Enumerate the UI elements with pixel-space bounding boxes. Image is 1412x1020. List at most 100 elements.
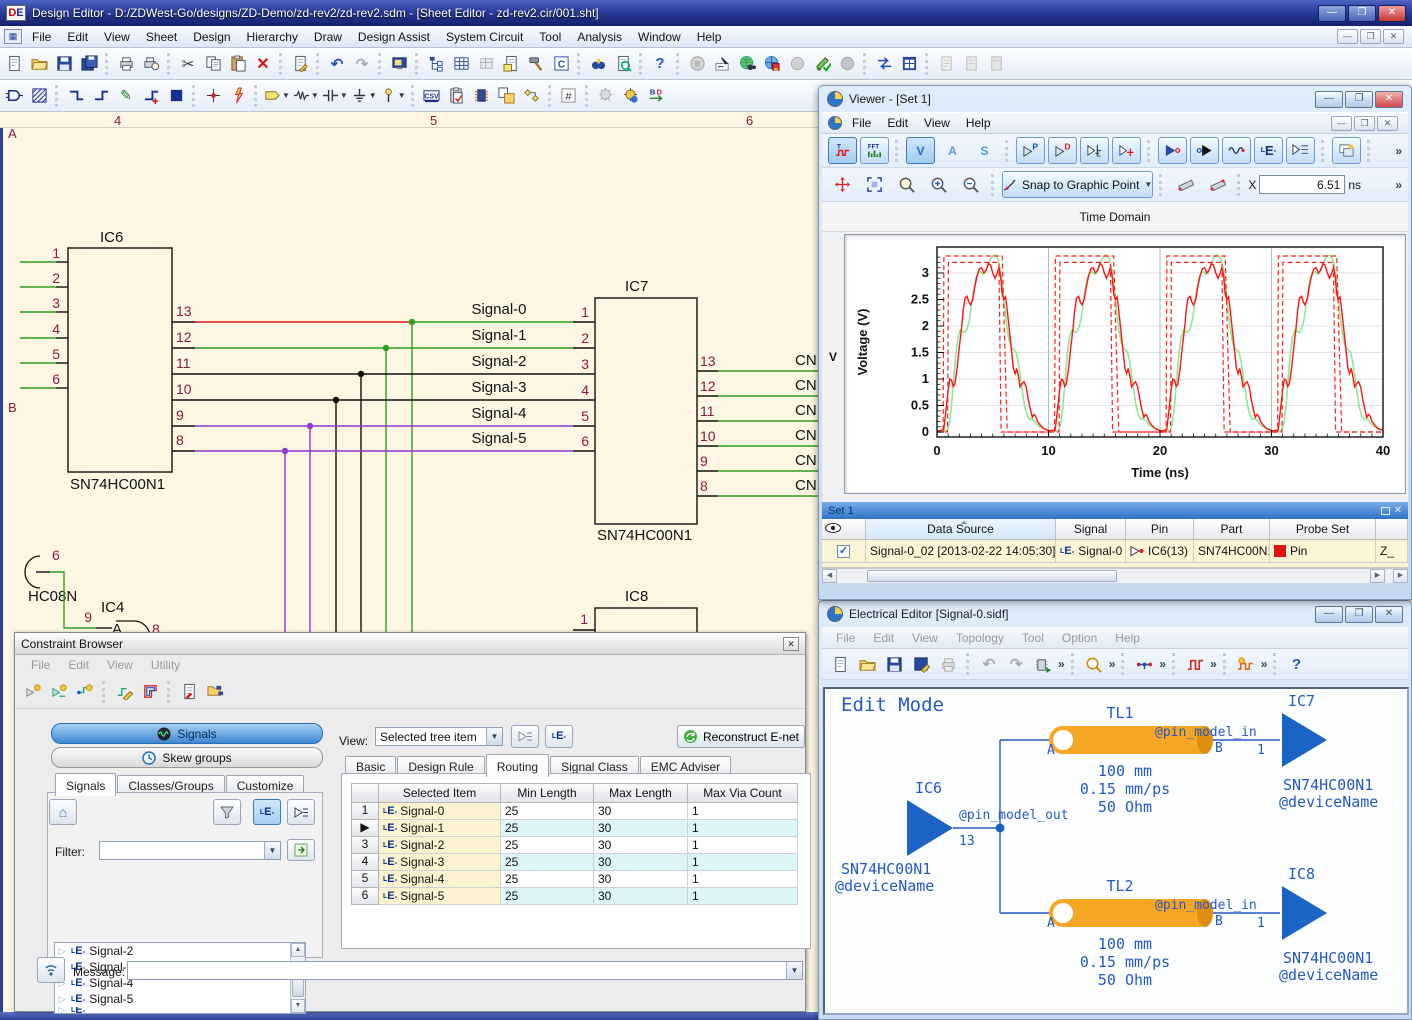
table-row[interactable]: 6LE-Signal-525301 bbox=[351, 888, 801, 905]
menu-draw[interactable]: Draw bbox=[306, 28, 350, 46]
ee-menu-option[interactable]: Option bbox=[1054, 629, 1105, 647]
ee-menu-edit[interactable]: Edit bbox=[865, 629, 902, 647]
elbow-up-button[interactable] bbox=[64, 84, 88, 108]
zoom-search-button[interactable] bbox=[1082, 652, 1106, 676]
table-row[interactable]: 4LE-Signal-325301 bbox=[351, 854, 801, 871]
ee-menu-tool[interactable]: Tool bbox=[1014, 629, 1052, 647]
mdi-restore-button[interactable]: ❐ bbox=[1360, 29, 1381, 44]
topology-net-button[interactable] bbox=[1132, 652, 1156, 676]
fit-view-button[interactable] bbox=[860, 171, 889, 198]
mode-a-button[interactable]: A bbox=[938, 137, 967, 164]
grid-table-button[interactable] bbox=[449, 52, 473, 76]
paste-clipboard-button[interactable] bbox=[226, 52, 250, 76]
gate-d-button[interactable] bbox=[2, 84, 26, 108]
zoom-region-button[interactable] bbox=[892, 171, 921, 198]
menu-sheet[interactable]: Sheet bbox=[138, 28, 185, 46]
report-grey-2-button[interactable] bbox=[959, 52, 983, 76]
menu-system-circuit[interactable]: System Circuit bbox=[438, 28, 531, 46]
copy-pages-button[interactable] bbox=[201, 52, 225, 76]
home-button[interactable]: ⌂ bbox=[49, 799, 77, 825]
tree-folder-button[interactable] bbox=[203, 680, 227, 704]
filter-combobox[interactable]: ▼ bbox=[99, 841, 281, 860]
mdi-close-button[interactable]: ✕ bbox=[1383, 29, 1404, 44]
set1-data-row[interactable]: ✓ Signal-0_02 [2013-02-22 14:05:30] LE-S… bbox=[822, 540, 1408, 563]
snap-mode-dropdown[interactable]: Snap to Graphic Point ▼ bbox=[1002, 171, 1153, 198]
junction-target-button[interactable] bbox=[201, 84, 225, 108]
menu-tool[interactable]: Tool bbox=[531, 28, 569, 46]
menu-file[interactable]: File bbox=[844, 114, 879, 132]
spark-bolt-button[interactable] bbox=[226, 84, 250, 108]
cb-tab-signals[interactable]: Signals bbox=[55, 773, 116, 796]
gnd-label-button[interactable]: ▼ bbox=[350, 84, 378, 108]
ole-grey-button[interactable] bbox=[685, 52, 709, 76]
expander-icon[interactable]: ▷ bbox=[57, 994, 67, 1005]
menu-design[interactable]: Design bbox=[185, 28, 238, 46]
report-doc-button[interactable] bbox=[177, 680, 201, 704]
grey-sphere-2-button[interactable] bbox=[835, 52, 859, 76]
grid-small-button[interactable] bbox=[474, 52, 498, 76]
redo-grey-button[interactable]: ↷ bbox=[1004, 652, 1028, 676]
probe-spark-1-button[interactable] bbox=[21, 680, 45, 704]
set1-hscrollbar[interactable]: ◀ ▶ ▶ bbox=[822, 568, 1408, 583]
receiver-probe-button[interactable] bbox=[1190, 137, 1219, 164]
zoom-out-button[interactable] bbox=[956, 171, 985, 198]
view-probe-list-button[interactable] bbox=[511, 725, 539, 748]
ee-overflow[interactable]: » bbox=[1210, 657, 1217, 671]
viewer-mdi-close[interactable]: ✕ bbox=[1377, 116, 1398, 131]
save-disk-button[interactable] bbox=[52, 52, 76, 76]
col-max-length[interactable]: Max Length bbox=[594, 783, 688, 803]
probe-terminator-button[interactable] bbox=[1080, 137, 1109, 164]
wave-red-button[interactable] bbox=[1183, 652, 1207, 676]
ee-menu-help[interactable]: Help bbox=[1107, 629, 1148, 647]
open-folder-button[interactable] bbox=[27, 52, 51, 76]
new-page-button[interactable] bbox=[828, 652, 852, 676]
probe-list-button[interactable] bbox=[1286, 137, 1315, 164]
chip-run-button[interactable] bbox=[1031, 652, 1055, 676]
save-edit-button[interactable] bbox=[909, 652, 933, 676]
cut-scissors-button[interactable]: ✂ bbox=[176, 52, 200, 76]
time-domain-wave-button[interactable]: T bbox=[828, 137, 857, 164]
stamp-grey-button[interactable] bbox=[594, 84, 618, 108]
constraint-browser-close-button[interactable]: ✕ bbox=[783, 637, 799, 651]
probe-spark-2-button[interactable] bbox=[47, 680, 71, 704]
redo-grey-button[interactable]: ↷ bbox=[350, 52, 374, 76]
probe-d-button[interactable]: D bbox=[1048, 137, 1077, 164]
search-doc-button[interactable] bbox=[611, 52, 635, 76]
c-frame-button[interactable]: C bbox=[549, 52, 573, 76]
outline-edit-button[interactable] bbox=[138, 680, 162, 704]
viewer-maximize-button[interactable]: ❐ bbox=[1345, 91, 1373, 108]
cb-menu-view[interactable]: View bbox=[99, 656, 141, 674]
zoom-in-button[interactable] bbox=[924, 171, 953, 198]
cb-menu-file[interactable]: File bbox=[23, 656, 58, 674]
routing-table[interactable]: Selected ItemMin LengthMax LengthMax Via… bbox=[351, 783, 801, 905]
pencil-green-button[interactable]: ✎ bbox=[114, 84, 138, 108]
grey-sphere-button[interactable] bbox=[785, 52, 809, 76]
save-copy-button[interactable] bbox=[495, 84, 519, 108]
probe-p-button[interactable]: P bbox=[1016, 137, 1045, 164]
ee-overflow[interactable]: » bbox=[1159, 657, 1166, 671]
wave-orange-button[interactable] bbox=[1234, 652, 1258, 676]
viewer-titlebar[interactable]: Viewer - [Set 1] — ❐ ✕ bbox=[819, 86, 1411, 112]
fft-bars-button[interactable]: FFT bbox=[860, 137, 889, 164]
ee-maximize-button[interactable]: ❐ bbox=[1345, 606, 1373, 623]
design-editor-titlebar[interactable]: DE Design Editor - D:/ZDWest-Go/designs/… bbox=[0, 0, 1412, 26]
maximize-button[interactable]: ❐ bbox=[1348, 5, 1376, 22]
row-visible-checkbox[interactable]: ✓ bbox=[837, 545, 850, 558]
cb-tab-routing[interactable]: Routing bbox=[486, 754, 549, 777]
report-grey-3-button[interactable] bbox=[984, 52, 1008, 76]
set1-close-icon[interactable]: ✕ bbox=[1394, 505, 1402, 516]
message-signal-button[interactable] bbox=[37, 957, 65, 983]
measure-ruler-1-button[interactable] bbox=[1170, 171, 1199, 198]
io-arrows-button[interactable] bbox=[872, 52, 896, 76]
table-row[interactable]: 5LE-Signal-425301 bbox=[351, 871, 801, 888]
measure-ruler-2-button[interactable] bbox=[1202, 171, 1231, 198]
dock-icon[interactable] bbox=[1381, 507, 1390, 515]
ee-close-button[interactable]: ✕ bbox=[1375, 606, 1403, 623]
open-folder-button[interactable] bbox=[855, 652, 879, 676]
menu-help[interactable]: Help bbox=[689, 28, 730, 46]
delete-red-x-button[interactable]: ✕ bbox=[251, 52, 275, 76]
col-part[interactable]: Part bbox=[1194, 519, 1270, 540]
binoculars-find-button[interactable] bbox=[586, 52, 610, 76]
view-dropdown[interactable]: Selected tree item▼ bbox=[375, 727, 503, 746]
hash-frame-button[interactable]: # bbox=[557, 84, 581, 108]
